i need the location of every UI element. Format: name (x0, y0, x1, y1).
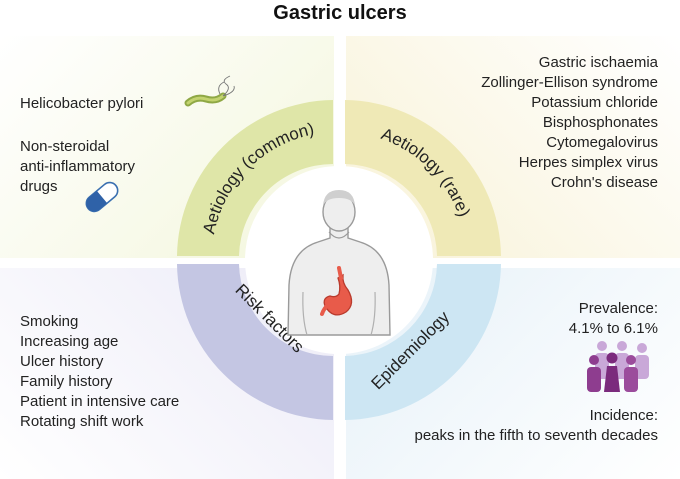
capsule-icon (85, 181, 119, 213)
list-item: Patient in intensive care (20, 393, 180, 410)
list-item: Cytomegalovirus (546, 134, 658, 151)
ring-segment-aetiology-common (177, 100, 333, 256)
list-item: Gastric ischaemia (538, 54, 658, 71)
incidence-value: peaks in the fifth to seventh decades (414, 427, 659, 444)
nsaids-line-2: anti-inflammatory (20, 158, 136, 175)
nsaids-line-1: Non-steroidal (20, 138, 110, 155)
bacteria-icon (184, 75, 235, 107)
ring-segment-epidemiology (345, 264, 501, 420)
list-item: Smoking (20, 313, 79, 330)
people-group-icon (587, 341, 649, 392)
rare-aetiology-list: Gastric ischaemia Zollinger-Ellison synd… (481, 53, 658, 193)
stomach-icon (320, 266, 353, 316)
ring-segment-aetiology-rare (345, 100, 501, 256)
list-item: Bisphosphonates (542, 114, 658, 131)
list-item: Zollinger-Ellison syndrome (481, 74, 658, 91)
list-item: Rotating shift work (20, 413, 144, 430)
ring-segment-risk-factors (177, 264, 333, 420)
item-nsaids: Non-steroidal anti-inflammatory drugs (20, 137, 190, 197)
list-item: Herpes simplex virus (518, 154, 658, 171)
list-item: Potassium chloride (531, 94, 658, 111)
list-item: Crohn's disease (550, 174, 658, 191)
prevalence-block: Prevalence: 4.1% to 6.1% (569, 299, 658, 339)
incidence-block: Incidence: peaks in the fifth to seventh… (415, 406, 659, 446)
diagram-title: Gastric ulcers (273, 2, 407, 24)
prevalence-value: 4.1% to 6.1% (568, 320, 658, 337)
nsaids-line-3: drugs (20, 178, 58, 195)
item-helicobacter-pylori: Helicobacter pylori (20, 95, 144, 112)
list-item: Ulcer history (20, 353, 104, 370)
incidence-label: Incidence: (589, 407, 658, 424)
prevalence-label: Prevalence: (578, 300, 658, 317)
risk-factors-list: Smoking Increasing age Ulcer history Fam… (20, 312, 179, 432)
list-item: Increasing age (20, 333, 119, 350)
list-item: Family history (20, 373, 113, 390)
